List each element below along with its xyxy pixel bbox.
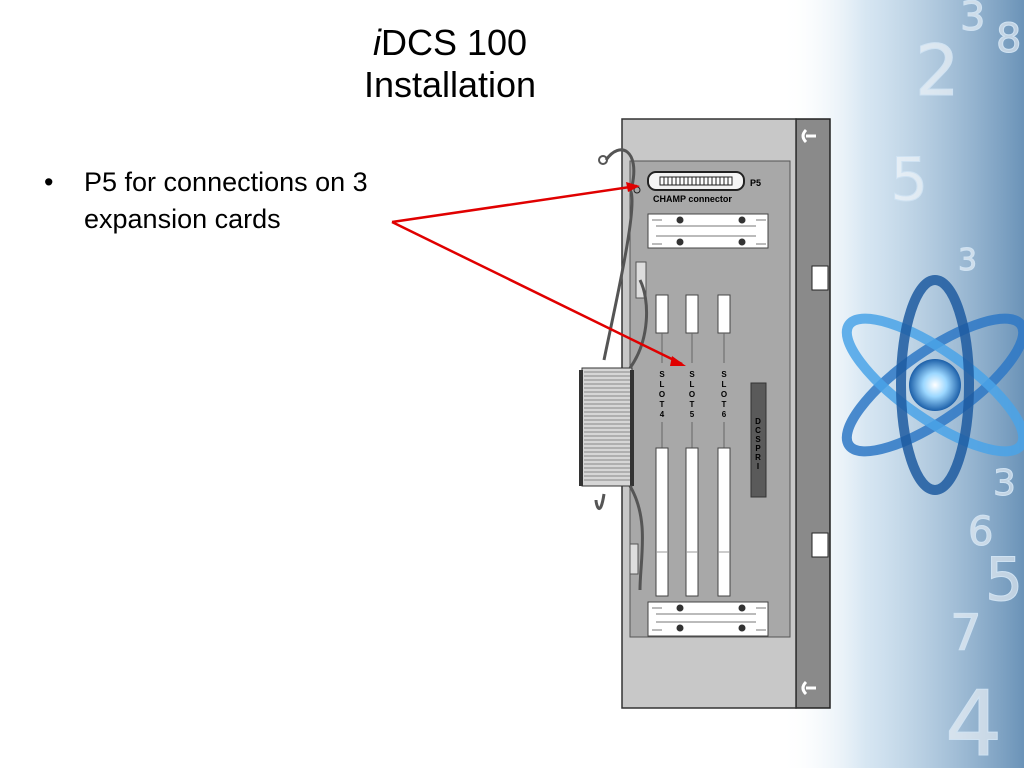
screw-icon bbox=[676, 238, 684, 246]
slot-5-letter: L bbox=[690, 380, 695, 389]
title-line-2: Installation bbox=[363, 64, 537, 105]
pri-letter: S bbox=[755, 435, 761, 444]
slot-5-top-socket bbox=[685, 294, 699, 334]
decor-digit: 3 bbox=[993, 463, 1016, 504]
bullet-line-2: expansion cards bbox=[84, 204, 281, 234]
bullet-line-1: P5 for connections on 3 bbox=[84, 167, 368, 197]
slot-5-letter: S bbox=[689, 370, 695, 379]
slot-5-bottom-socket bbox=[685, 447, 699, 597]
screw-icon bbox=[738, 216, 746, 224]
rail-notch-top bbox=[811, 265, 829, 291]
decor-digit: 3 bbox=[958, 243, 977, 278]
cable-wire-upper bbox=[602, 188, 649, 369]
slot-6-label: S L O T 6 bbox=[721, 370, 727, 419]
slot-4-bottom-socket bbox=[655, 447, 669, 597]
slot-6-top-socket bbox=[717, 294, 731, 334]
slot-6-letter: 6 bbox=[722, 410, 727, 419]
decor-digit: 8 bbox=[996, 16, 1021, 62]
arrowhead-icon bbox=[626, 182, 640, 192]
slot-6-letter: O bbox=[721, 390, 727, 399]
decor-digit: 7 bbox=[950, 604, 982, 662]
screw-icon bbox=[676, 624, 684, 632]
title-prefix: i bbox=[372, 22, 381, 63]
title-line-1: iDCS 100 bbox=[300, 22, 600, 64]
connector-port-label: P5 bbox=[750, 178, 761, 188]
decor-digit: 2 bbox=[915, 30, 960, 112]
slot-5-label: S L O T 5 bbox=[689, 370, 695, 419]
slot-4-letter: L bbox=[660, 380, 665, 389]
slot-6-bottom-socket bbox=[717, 447, 731, 597]
slot-5-letter: 5 bbox=[690, 410, 695, 419]
bullet-item: • P5 for connections on 3 expansion card… bbox=[44, 164, 464, 238]
atom-emblem-icon bbox=[841, 275, 1024, 495]
screw-icon bbox=[676, 604, 684, 612]
pri-letter: I bbox=[757, 462, 759, 471]
ribbon-cable-end-left bbox=[579, 370, 583, 486]
pri-letter: P bbox=[755, 444, 761, 453]
decor-digit: 5 bbox=[890, 145, 928, 215]
rail-keyhole-top-icon bbox=[801, 128, 816, 144]
title-main: DCS 100 bbox=[380, 22, 528, 63]
bullet-list: • P5 for connections on 3 expansion card… bbox=[44, 164, 464, 238]
decor-digit: 6 bbox=[968, 509, 993, 555]
slot-4-letter: S bbox=[659, 370, 665, 379]
arrow-to-expansion-slots bbox=[391, 220, 683, 366]
ribbon-cable-end-right bbox=[630, 370, 634, 486]
rail-notch-bottom bbox=[811, 532, 829, 558]
arrowhead-icon bbox=[670, 356, 686, 366]
edge-connector bbox=[629, 543, 639, 575]
screw-icon bbox=[738, 604, 746, 612]
slot-6-letter: T bbox=[722, 400, 727, 409]
terminal-traces-top bbox=[652, 219, 766, 245]
dcspri-module bbox=[750, 382, 767, 498]
bullet-dot-icon: • bbox=[44, 167, 54, 197]
ribbon-cable-wires bbox=[584, 371, 630, 481]
slot-4-letter: O bbox=[659, 390, 665, 399]
connector-name-label: CHAMP connector bbox=[653, 194, 732, 204]
pri-letter: C bbox=[755, 426, 761, 435]
rail-keyhole-bottom-icon bbox=[801, 680, 816, 696]
terminal-strip-bottom bbox=[647, 601, 769, 637]
pri-letter: D bbox=[755, 417, 761, 426]
cable-wire-top bbox=[604, 148, 636, 187]
mounting-rail bbox=[795, 118, 831, 709]
slot-divider-lines bbox=[661, 333, 725, 448]
cable-wire-lower bbox=[594, 485, 644, 591]
slot-5-letter: T bbox=[690, 400, 695, 409]
callout-arrows bbox=[391, 182, 686, 366]
screw-icon bbox=[738, 624, 746, 632]
terminal-strip-top bbox=[647, 213, 769, 249]
slot-4-letter: 4 bbox=[660, 410, 665, 419]
screw-icon bbox=[738, 238, 746, 246]
slide-title: iDCS 100 Installation bbox=[300, 22, 600, 106]
champ-pin-marks bbox=[663, 177, 729, 185]
decor-digit: 3 bbox=[960, 0, 985, 40]
slot-4-letter: T bbox=[660, 400, 665, 409]
slot-4-label: S L O T 4 bbox=[659, 370, 665, 419]
decor-digit: 4 bbox=[945, 672, 1002, 768]
cable-hook-icon bbox=[598, 155, 608, 165]
arrow-to-champ-connector bbox=[391, 184, 638, 224]
slot-6-letter: S bbox=[721, 370, 727, 379]
slot-4-top-socket bbox=[655, 294, 669, 334]
terminal-traces-bottom bbox=[652, 607, 766, 631]
slot-6-letter: L bbox=[722, 380, 727, 389]
slot-5-letter: O bbox=[689, 390, 695, 399]
decor-digit: 5 bbox=[985, 545, 1023, 615]
screw-icon bbox=[676, 216, 684, 224]
pri-letter: R bbox=[755, 453, 761, 462]
